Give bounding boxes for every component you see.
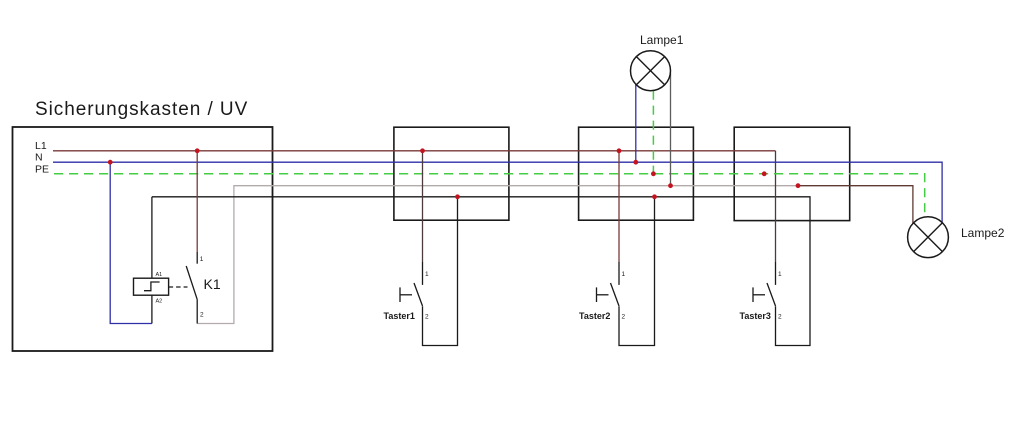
svg-text:1: 1 bbox=[425, 271, 429, 278]
svg-text:1: 1 bbox=[200, 256, 204, 263]
svg-text:Lampe2: Lampe2 bbox=[961, 226, 1005, 240]
svg-text:A2: A2 bbox=[156, 299, 163, 305]
svg-text:Taster1: Taster1 bbox=[384, 311, 415, 321]
svg-text:Lampe1: Lampe1 bbox=[640, 33, 684, 47]
svg-text:L1: L1 bbox=[35, 140, 47, 152]
svg-text:Taster2: Taster2 bbox=[579, 311, 610, 321]
svg-text:PE: PE bbox=[35, 163, 49, 175]
svg-text:2: 2 bbox=[200, 312, 204, 319]
svg-text:Taster3: Taster3 bbox=[740, 311, 771, 321]
svg-text:Sicherungskasten / UV: Sicherungskasten / UV bbox=[35, 99, 248, 120]
svg-text:N: N bbox=[35, 152, 43, 164]
svg-text:2: 2 bbox=[425, 314, 429, 321]
svg-text:K1: K1 bbox=[204, 276, 221, 292]
svg-text:A1: A1 bbox=[156, 272, 163, 278]
